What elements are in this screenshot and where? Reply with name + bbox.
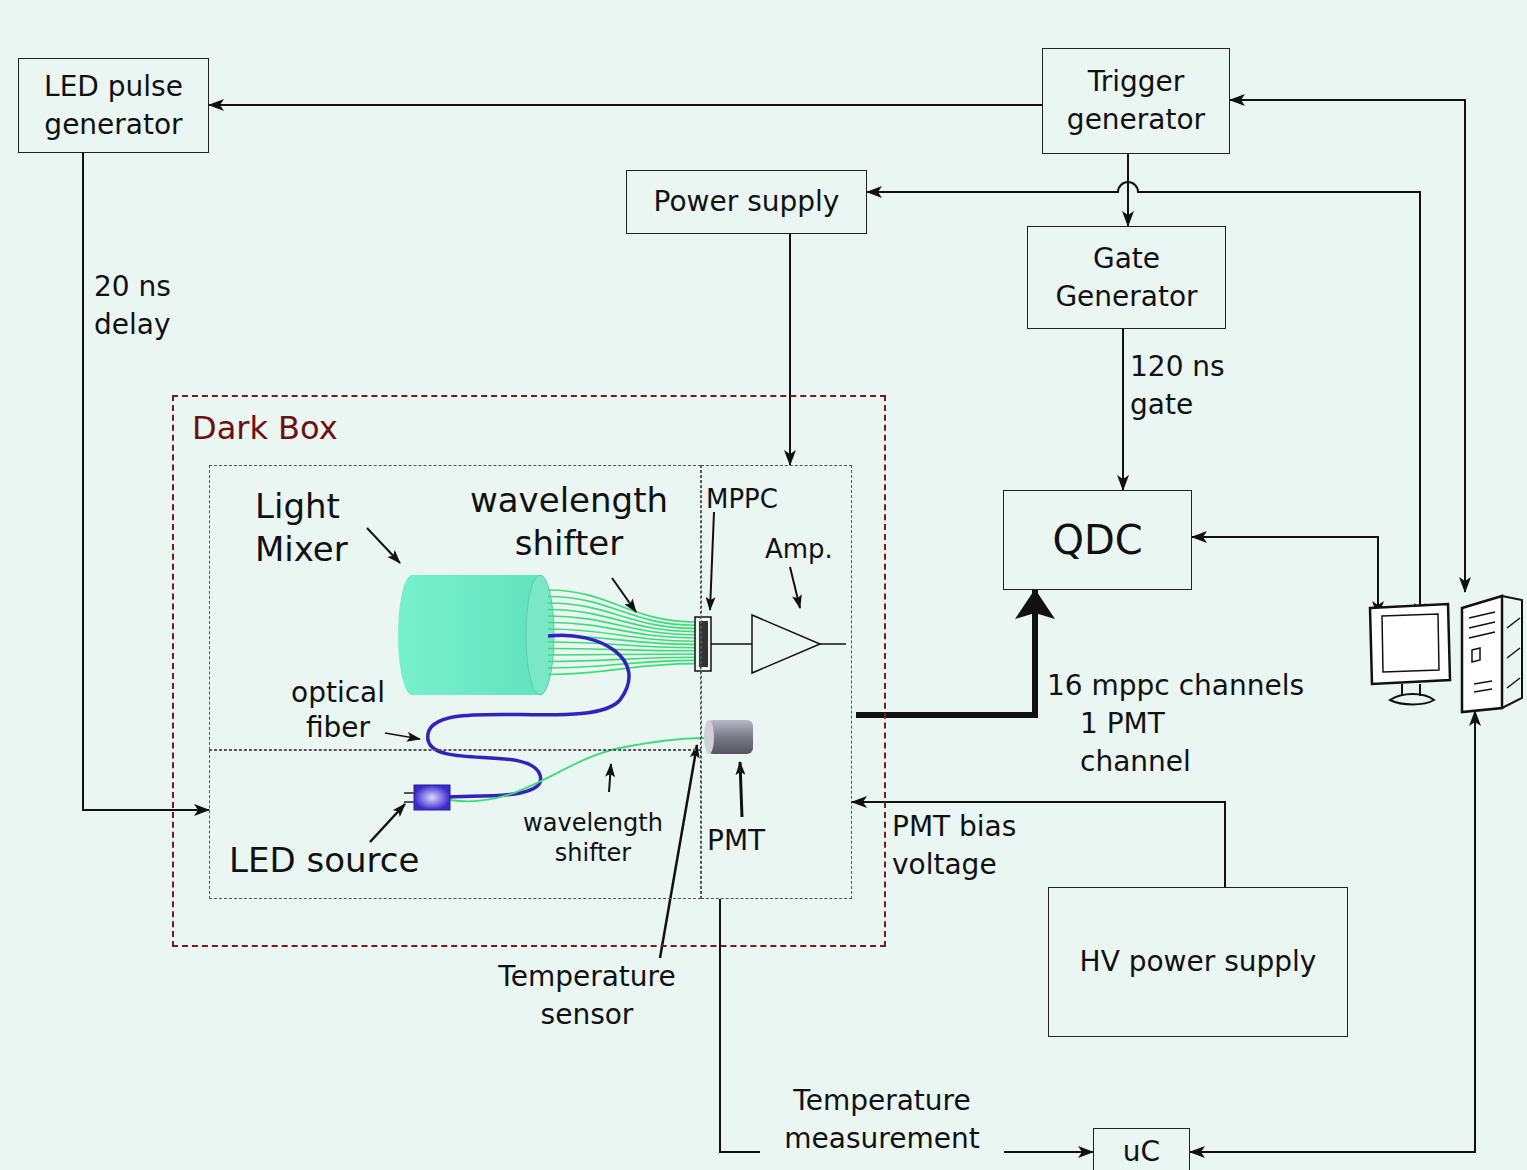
connector: [83, 153, 209, 810]
lower-wavelength-shifter: [450, 738, 705, 801]
light-mixer-stage: Light Mixer wavelength shifter optical fib…: [209, 465, 701, 750]
node-text: Light Mixer: [255, 485, 390, 570]
node-text: PMT: [707, 823, 765, 858]
power-supply: Power supply: [626, 170, 867, 234]
node-text: Amp.: [765, 533, 833, 566]
edge-label: 20 ns delay: [92, 268, 206, 344]
led-source-stage: LED source wavelength shifter: [209, 750, 701, 899]
led: [404, 785, 450, 810]
light-mixer: [398, 575, 554, 695]
node-text: optical fiber: [271, 675, 405, 745]
connector: [1122, 329, 1124, 490]
node-text: QDC: [1046, 513, 1148, 567]
optical-fiber: [428, 635, 629, 797]
node-text: Trigger generator: [1043, 63, 1229, 139]
edge-label: PMT bias voltage: [890, 808, 1054, 884]
computer: [1362, 588, 1527, 715]
hv-power-supply: HV power supply: [1048, 887, 1348, 1037]
leader-lines: [367, 512, 800, 958]
edge-label: Temperature measurement: [760, 1082, 1004, 1158]
connector: [209, 104, 1042, 106]
wavelength-shifter-fibers: [548, 590, 695, 675]
trigger-generator: Trigger generator: [1042, 48, 1230, 154]
annotation: 1 PMT channel: [1078, 705, 1282, 781]
connector: [856, 590, 1035, 715]
node-text: Dark Box: [192, 408, 338, 448]
mppc-and-amp: [695, 615, 846, 673]
pulse-generator: LED pulse generator: [18, 58, 209, 153]
node-text: Power supply: [648, 183, 846, 221]
node-text: LED source: [229, 839, 419, 882]
annotation: Temperature sensor: [470, 958, 704, 1034]
node-text: MPPC: [706, 483, 778, 516]
connector: [1230, 100, 1465, 592]
pmt: [704, 720, 753, 754]
node-text: Gate Generator: [1028, 240, 1225, 316]
node-text: HV power supply: [1074, 943, 1323, 981]
dark-box: Dark BoxLight Mixer wavelength shifter opt…: [172, 395, 886, 947]
gate-generator: Gate Generator: [1027, 226, 1226, 329]
connector: [1127, 154, 1129, 226]
qdc-box: QDC: [1003, 490, 1192, 590]
node-text: wavelength shifter: [508, 808, 678, 868]
microcontroller: uC: [1093, 1128, 1190, 1170]
node-text: LED pulse generator: [19, 68, 208, 144]
node-text: uC: [1117, 1133, 1166, 1170]
node-text: wavelength shifter: [453, 479, 685, 564]
connector: [789, 234, 791, 465]
edge-label: 120 ns gate: [1128, 348, 1252, 424]
connector: [1192, 537, 1378, 616]
detector-stage: MPPC Amp. PMT: [701, 465, 852, 899]
connector: [852, 802, 1225, 887]
connector: [867, 182, 1420, 618]
edge-label: 16 mppc channels: [1045, 667, 1349, 705]
computer-icon: [1362, 588, 1527, 715]
